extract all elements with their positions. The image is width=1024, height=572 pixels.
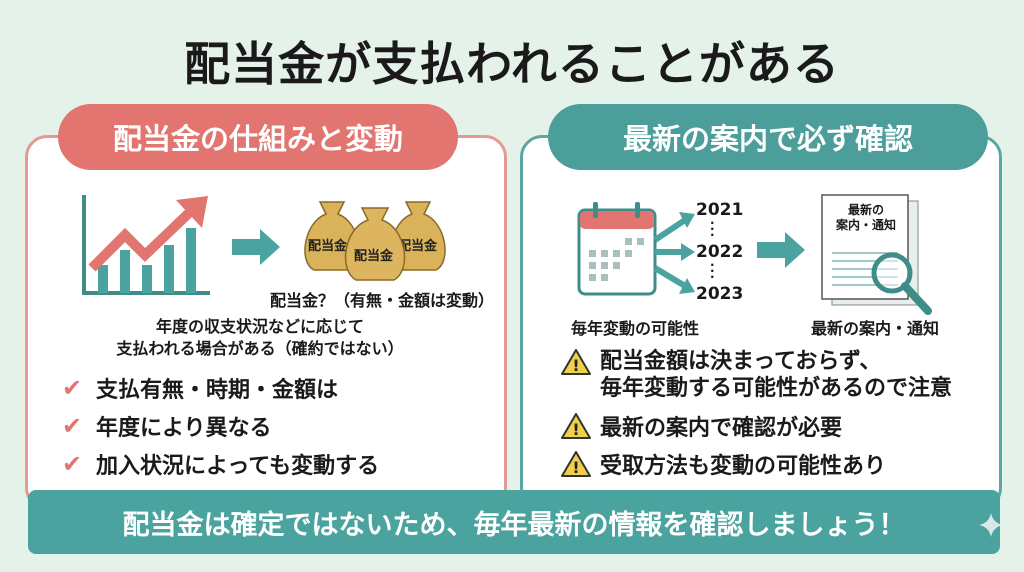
warning-icon: !	[561, 349, 591, 375]
document-magnifier-icon	[821, 194, 932, 315]
warning-item: ! 最新の案内で確認が必要	[560, 410, 842, 442]
warning-item: ! 受取方法も変動の可能性あり	[560, 448, 886, 480]
year-label: 2022	[696, 242, 744, 262]
checklist-item: ✔年度により異なる	[62, 412, 272, 441]
sparkle-icon	[979, 513, 1003, 537]
left-panel-header: 配当金の仕組みと変動	[58, 104, 458, 170]
svg-text:配当金: 配当金	[354, 248, 394, 264]
document-title: 最新の案内・通知	[835, 203, 896, 232]
description-line: 年度の収支状況などに応じて	[155, 317, 364, 336]
svg-text:配当金: 配当金	[308, 238, 348, 254]
svg-text:!: !	[572, 356, 579, 375]
checklist-item: ✔支払有無・時期・金額は	[62, 374, 339, 403]
svg-text:!: !	[572, 420, 579, 439]
year-label: 2021	[696, 200, 744, 220]
check-icon: ✔	[62, 450, 83, 478]
right-panel	[520, 135, 1002, 510]
year-label: 2023	[696, 284, 744, 304]
check-icon: ✔	[62, 412, 83, 440]
calendar-caption: 毎年変動の可能性	[570, 319, 699, 338]
svg-text:配当金: 配当金	[398, 238, 438, 254]
left-panel	[25, 135, 507, 510]
ellipsis-dots: ···	[710, 258, 715, 284]
right-panel-header: 最新の案内で必ず確認	[548, 104, 988, 170]
right-arrow-icon	[232, 229, 280, 265]
right-arrow-icon	[757, 232, 805, 268]
bags-caption: 配当金？（有無・金額は変動）	[270, 291, 495, 310]
warning-item: ! 配当金額は決まっておらず、毎年変動する可能性があるので注意	[560, 348, 952, 402]
page-title: 配当金が支払われることがある	[184, 37, 840, 91]
svg-text:!: !	[572, 458, 579, 477]
summary-banner: 配当金は確定ではないため、毎年最新の情報を確認しましょう！	[28, 490, 1000, 554]
warning-icon: !	[561, 451, 591, 477]
check-icon: ✔	[62, 374, 83, 402]
ellipsis-dots: ···	[710, 216, 715, 242]
description-line: 支払われる場合がある（確約ではない）	[116, 339, 404, 358]
money-bags-icon: 配当金 配当金 配当金	[304, 201, 446, 281]
document-caption: 最新の案内・通知	[810, 319, 939, 338]
checklist-item: ✔加入状況によっても変動する	[62, 450, 380, 479]
warning-icon: !	[561, 413, 591, 439]
calendar-icon	[577, 202, 695, 296]
rising-chart-icon	[82, 195, 210, 295]
